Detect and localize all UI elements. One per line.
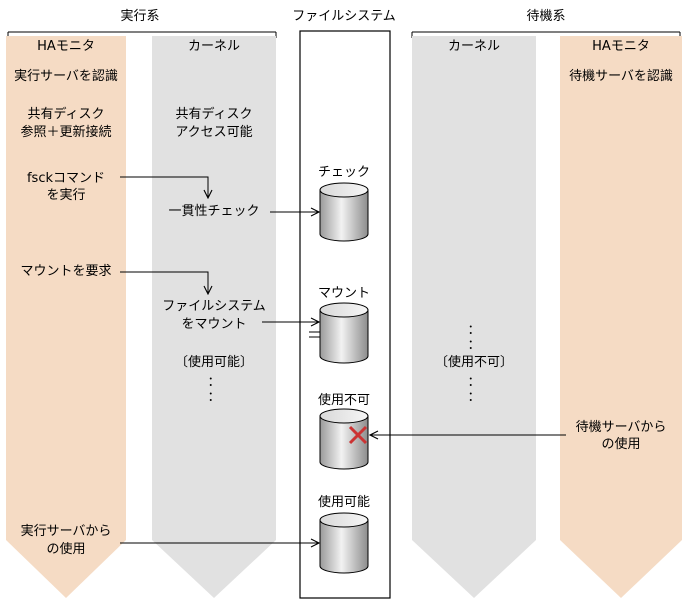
disk-label-usable: 使用可能 — [318, 494, 370, 510]
step-access-line2: アクセス可能 — [175, 125, 252, 140]
band-standby-ha — [560, 36, 682, 598]
disk-check-icon — [319, 182, 369, 242]
ellipsis-active-kernel-1: ： — [207, 375, 220, 390]
group-filesystem-title: ファイルシステム — [292, 9, 396, 24]
step-access-line1: 共有ディスク — [175, 106, 252, 122]
group-standby: 待機系 — [411, 9, 681, 38]
group-active-title: 実行系 — [120, 8, 159, 24]
disk-usable-icon — [319, 512, 369, 574]
disk-mount-icon — [319, 302, 369, 364]
step-usable-status: 〔使用可能〕 — [175, 354, 253, 370]
ellipsis-standby-kernel-1: ： — [467, 323, 480, 338]
band-standby-kernel — [412, 36, 536, 598]
step-recognize-standby: 待機サーバを認識 — [569, 68, 673, 84]
disk-label-mount: マウント — [318, 286, 370, 301]
ellipsis-standby-kernel-3: ： — [467, 375, 480, 390]
header-active-ha: HAモニタ — [37, 39, 95, 54]
cross-icon — [348, 425, 368, 445]
arrow-mount-request-to-kernel — [120, 271, 208, 294]
ellipsis-standby-kernel-2: ： — [467, 338, 480, 353]
step-fsck-line2: を実行 — [46, 187, 85, 203]
ellipsis-standby-kernel-4: ： — [467, 390, 480, 405]
step-consistency-check: 一貫性チェック — [168, 204, 259, 219]
disk-unusable-icon — [319, 408, 369, 470]
step-unusable-status: 〔使用不可〕 — [435, 354, 513, 370]
band-active-ha — [6, 36, 126, 598]
disk-label-unusable: 使用不可 — [318, 392, 370, 408]
step-shared-ref-line2: 参照＋更新接続 — [20, 124, 111, 140]
step-use-active-line2: の使用 — [46, 541, 85, 557]
step-use-active-line1: 実行サーバから — [21, 523, 112, 539]
step-mount-request: マウントを要求 — [20, 264, 111, 279]
ellipsis-active-kernel-2: ： — [207, 390, 220, 405]
step-fs-mount-line2: をマウント — [181, 317, 246, 332]
step-shared-ref-line1: 共有ディスク — [27, 106, 104, 122]
step-use-standby-line1: 待機サーバから — [576, 420, 667, 435]
header-standby-kernel: カーネル — [448, 39, 500, 54]
step-fsck-line1: fsckコマンド — [27, 171, 105, 186]
step-recognize-active: 実行サーバを認識 — [14, 68, 118, 84]
header-standby-ha: HAモニタ — [592, 39, 650, 54]
header-active-kernel: カーネル — [188, 39, 240, 54]
group-standby-title: 待機系 — [526, 9, 565, 24]
step-use-standby-line2: の使用 — [601, 436, 640, 452]
step-fs-mount-line1: ファイルシステム — [162, 299, 266, 314]
group-active: 実行系 — [7, 8, 277, 38]
disk-label-check: チェック — [318, 165, 370, 180]
arrow-fsck-to-consistency — [120, 176, 208, 198]
